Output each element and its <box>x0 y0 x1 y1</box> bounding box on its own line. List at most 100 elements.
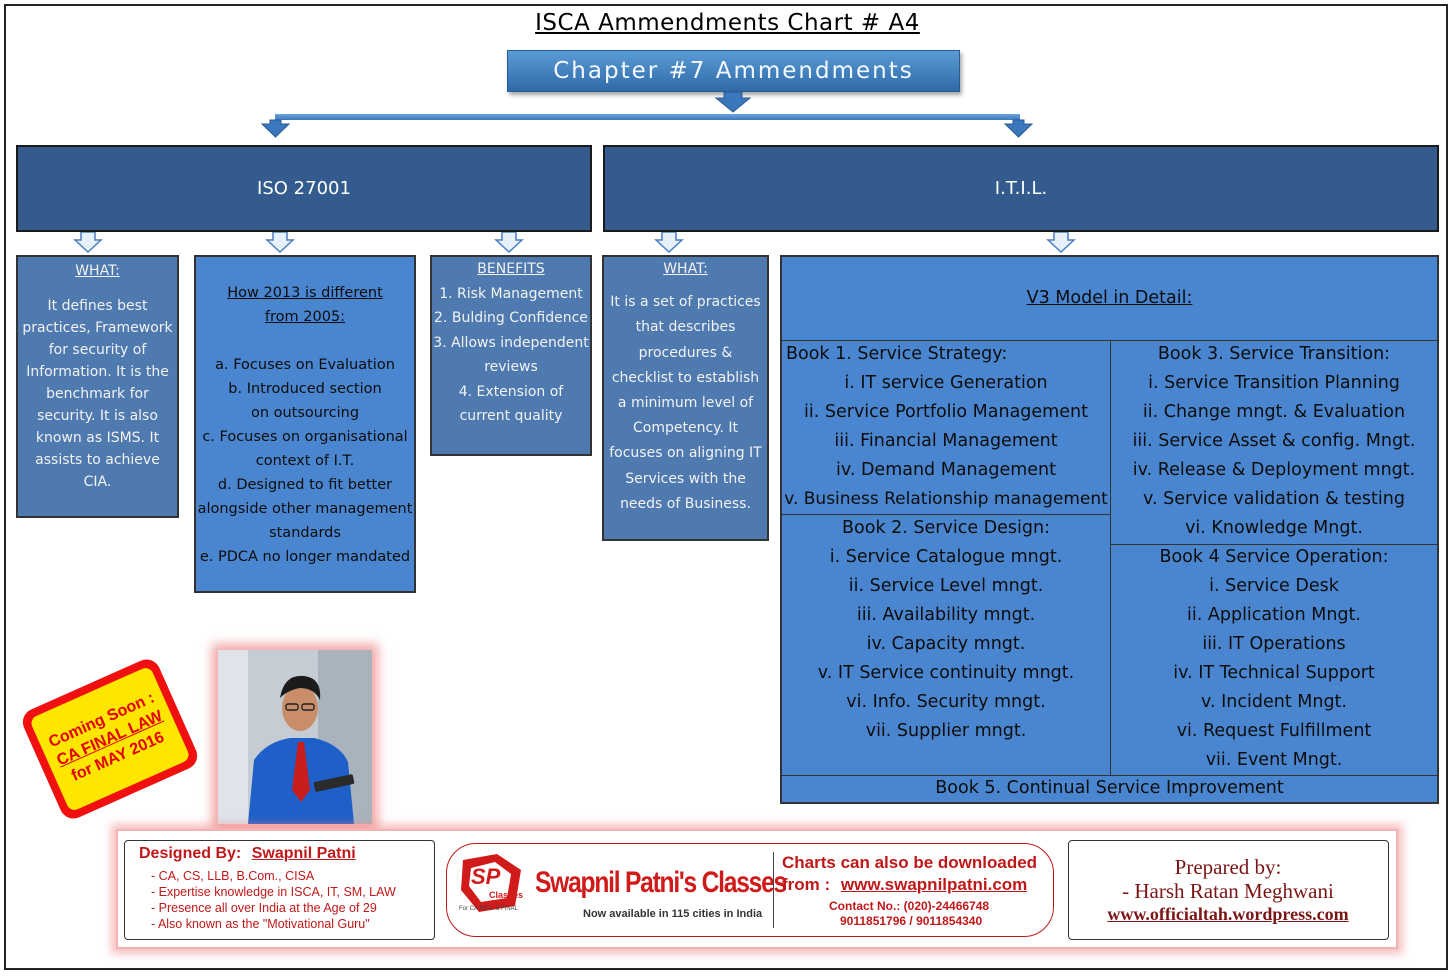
book1-item: iv. Demand Management <box>835 460 1057 480</box>
person-photo-icon <box>218 650 372 824</box>
brand-sub: Now available in 115 cities in India <box>583 908 763 920</box>
itil-what-line: focuses on aligning IT <box>609 445 762 462</box>
itil-what-line: a minimum level of <box>617 395 754 412</box>
iso-diff-line: e. PDCA no longer mandated <box>199 549 411 565</box>
book3-title: Book 3. Service Transition: <box>1157 344 1391 364</box>
book4-item: i. Service Desk <box>1209 576 1339 596</box>
book1-item: v. Business Relationship management <box>784 489 1108 509</box>
connector-lines <box>73 91 1076 254</box>
designer-points: - CA, CS, LLB, B.Com., CISA - Expertise … <box>151 868 396 932</box>
book3-item: iii. Service Asset & config. Mngt. <box>1132 431 1416 451</box>
v3-heading-label: V3 Model in Detail: <box>1026 288 1193 308</box>
iso-what-line: for security of <box>48 342 147 358</box>
footer-banner: Designed By: Swapnil Patni - CA, CS, LLB… <box>116 829 1398 949</box>
iso-header: ISO 27001 <box>16 145 592 232</box>
book1-item: i. IT service Generation <box>844 373 1048 393</box>
brand-divider <box>773 852 774 928</box>
iso-what-line: practices, Framework <box>22 320 173 336</box>
designer-point: - CA, CS, LLB, B.Com., CISA <box>151 869 315 883</box>
arrow-down-icon <box>73 231 103 254</box>
iso-diff-heading: from 2005: <box>264 309 346 325</box>
iso-diff-line: b. Introduced section <box>228 381 382 397</box>
designed-by-label: Designed By: <box>139 845 242 862</box>
arrow-down-icon <box>265 231 295 254</box>
page-frame <box>4 4 1448 970</box>
book1-section: Book 1. Service Strategy: i. IT service … <box>782 340 1110 514</box>
iso-diff-line: context of I.T. <box>255 453 355 469</box>
designer-point: - Expertise knowledge in ISCA, IT, SM, L… <box>151 885 396 899</box>
book4-item: vi. Request Fulfillment <box>1176 721 1372 741</box>
book1-item: iii. Financial Management <box>834 431 1058 451</box>
chapter-banner: Chapter #7 Ammendments <box>507 50 960 92</box>
logo-letters: SP <box>471 864 501 889</box>
contact-numbers: 9011851796 / 9011854340 <box>840 914 983 928</box>
iso-what-line: CIA. <box>83 474 112 490</box>
iso-benefits-line: reviews <box>484 359 538 375</box>
arrow-down-icon <box>260 119 291 138</box>
iso-what-line: Information. It is the <box>26 364 169 380</box>
itil-what-line: needs of Business. <box>620 495 751 512</box>
prepared-url-link[interactable]: www.officialtah.wordpress.com <box>1107 904 1349 924</box>
download-line1: Charts can also be downloaded <box>782 853 1038 872</box>
brand-name: Swapnil Patni's Classes <box>535 866 787 899</box>
download-row: from : www.swapnilpatni.com <box>782 875 1027 895</box>
designer-box: Designed By: Swapnil Patni - CA, CS, LLB… <box>124 840 435 940</box>
iso-what-box: WHAT: It defines best practices, Framewo… <box>16 255 179 518</box>
logo-tagline: For CA IPCC & FINAL <box>459 906 519 912</box>
book4-item: vii. Event Mngt. <box>1205 750 1343 770</box>
designer-heading: Designed By: Swapnil Patni <box>139 845 356 863</box>
itil-header: I.T.I.L. <box>603 145 1439 232</box>
arrow-down-icon <box>494 231 524 254</box>
book2-item: v. IT Service continuity mngt. <box>817 663 1075 683</box>
arrow-down-icon <box>654 231 684 254</box>
iso-benefits-line: 1. Risk Management <box>439 285 583 302</box>
prepared-label: Prepared by: <box>1174 855 1282 879</box>
iso-header-label: ISO 27001 <box>257 178 351 199</box>
itil-what-line: It is a set of practices <box>610 294 761 311</box>
book1-title: Book 1. Service Strategy: <box>786 344 1008 364</box>
book5-title: Book 5. Continual Service Improvement <box>935 778 1284 798</box>
book2-item: iii. Availability mngt. <box>856 605 1036 625</box>
book3-item: v. Service validation & testing <box>1143 489 1405 509</box>
iso-benefits-box: BENEFITS 1. Risk Management 2. Bulding C… <box>430 255 592 456</box>
iso-what-line: security. It is also <box>37 408 158 424</box>
iso-diff-heading: How 2013 is different <box>227 285 383 301</box>
iso-diff-box: How 2013 is different from 2005: a. Focu… <box>194 255 416 593</box>
v3-divider <box>782 514 1110 515</box>
itil-what-line: Competency. It <box>633 420 738 437</box>
iso-benefits-line: 2. Bulding Confidence <box>434 310 588 326</box>
designer-point: - Presence all over India at the Age of … <box>151 901 377 915</box>
brand-box: SP Classes For CA IPCC & FINAL Swapnil P… <box>446 843 1054 937</box>
arrow-down-icon <box>1046 231 1076 254</box>
itil-what-line: checklist to establish <box>611 369 760 386</box>
iso-what-line: It defines best <box>47 298 148 314</box>
download-url-link[interactable]: www.swapnilpatni.com <box>840 875 1028 894</box>
book2-item: vii. Supplier mngt. <box>865 721 1027 741</box>
arrow-down-icon <box>1003 119 1034 138</box>
logo-small: Classes <box>489 890 524 900</box>
book1-item: ii. Service Portfolio Management <box>804 402 1088 422</box>
contact-label: Contact No.: (020)-24466748 <box>829 899 990 913</box>
iso-what-line: benchmark for <box>46 386 149 402</box>
sp-logo-icon: SP Classes For CA IPCC & FINAL <box>457 850 527 916</box>
book3-section: Book 3. Service Transition: i. Service T… <box>1111 340 1437 543</box>
arrow-down-icon <box>714 91 752 113</box>
book3-item: iv. Release & Deployment mngt. <box>1132 460 1416 480</box>
v3-divider <box>782 340 1437 341</box>
book4-title: Book 4 Service Operation: <box>1159 547 1389 567</box>
book4-item: ii. Application Mngt. <box>1187 605 1361 625</box>
v3-model-box: V3 Model in Detail: Book 1. Service Stra… <box>780 255 1439 804</box>
iso-benefits-line: current quality <box>459 408 563 424</box>
book4-item: v. Incident Mngt. <box>1201 692 1347 712</box>
book4-item: iv. IT Technical Support <box>1173 663 1375 683</box>
itil-what-box: WHAT: It is a set of practices that desc… <box>602 255 769 541</box>
prepared-name: - Harsh Ratan Meghwani <box>1122 879 1334 903</box>
v3-divider <box>782 775 1437 776</box>
itil-what-heading: WHAT: <box>663 261 708 277</box>
v3-divider <box>1110 544 1437 545</box>
itil-header-label: I.T.I.L. <box>994 178 1048 199</box>
v3-divider <box>1110 340 1111 775</box>
book3-item: i. Service Transition Planning <box>1148 373 1400 393</box>
iso-diff-line: standards <box>269 525 341 541</box>
v3-heading: V3 Model in Detail: <box>782 257 1437 340</box>
